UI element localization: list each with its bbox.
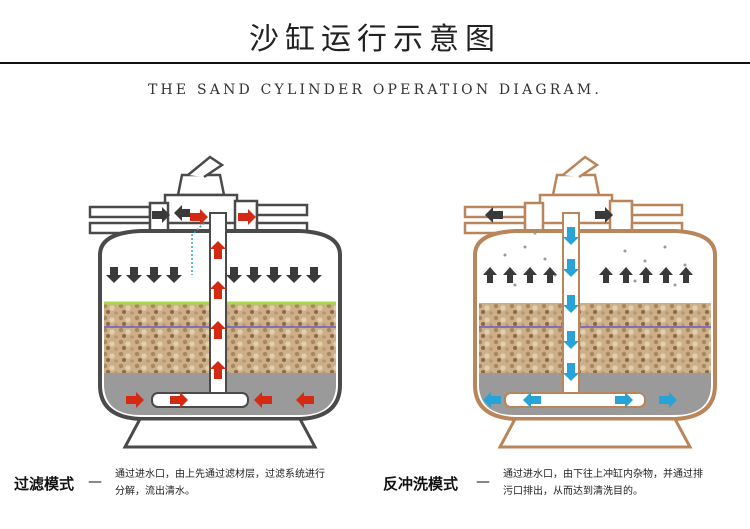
filter-mode-desc-line2: 分解，流出清水。: [115, 486, 195, 497]
backwash-mode-diagram: [463, 155, 717, 449]
backwash-mode-label: 反冲洗模式: [383, 475, 459, 493]
filter-mode-label: 过滤模式: [14, 475, 75, 493]
filter-mode-diagram: [88, 155, 342, 449]
backwash-mode-desc-line1: 通过进水口，由下往上冲缸内杂物，并通过排: [503, 469, 703, 480]
title-divider: [0, 62, 750, 64]
filter-flow-arrows: [126, 209, 314, 408]
page-subtitle: THE SAND CYLINDER OPERATION DIAGRAM.: [147, 82, 603, 98]
up-flow-arrows: [483, 207, 693, 283]
filter-mode-dash: —: [88, 474, 102, 490]
backwash-flow-arrows: [483, 227, 677, 408]
filter-mode-desc-line1: 通过进水口，由上先通过滤材层，过滤系统进行: [115, 469, 325, 480]
page-title: 沙缸运行示意图: [249, 22, 501, 57]
tank-body: [473, 229, 717, 449]
backwash-mode-desc-line2: 污口排出，从而达到清洗目的。: [503, 486, 643, 497]
down-flow-arrows: [106, 205, 322, 283]
backwash-mode-description: 通过进水口，由下往上冲缸内杂物，并通过排 污口排出，从而达到清洗目的。: [503, 466, 743, 500]
filter-mode-description: 通过进水口，由上先通过滤材层，过滤系统进行 分解，流出清水。: [115, 466, 365, 500]
backwash-mode-dash: —: [476, 474, 490, 490]
